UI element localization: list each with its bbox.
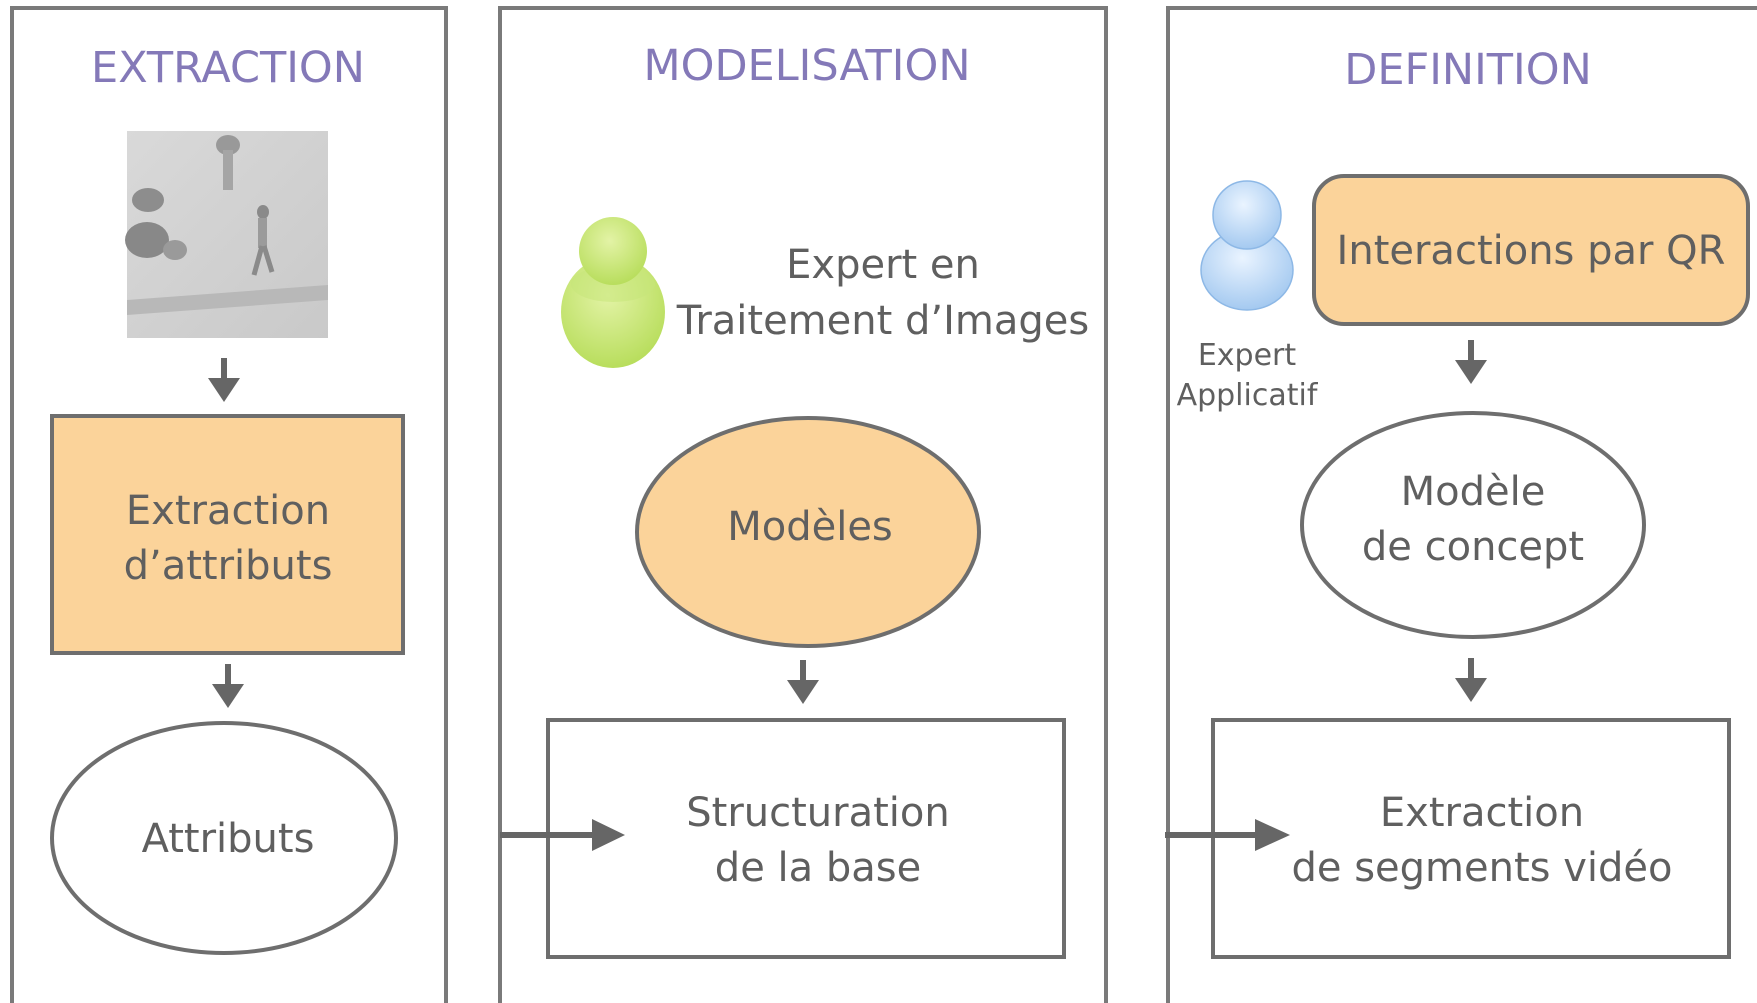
structuration-box (546, 718, 1066, 959)
arrow-concept-to-segments (1455, 658, 1487, 702)
video-frame-thumbnail (125, 131, 328, 338)
expert-image-label-2: Traitement d’Images (676, 298, 1089, 344)
modeles-label: Modèles (727, 504, 893, 550)
structuration-label-1: Structuration (686, 790, 949, 836)
panel-extraction-title: EXTRACTION (91, 43, 365, 93)
expert-image-label-1: Expert en (786, 242, 980, 288)
interactions-qr-box (1312, 174, 1750, 326)
person-icon-blue (1200, 180, 1294, 311)
segments-box (1211, 718, 1731, 959)
expert-app-label-2: Applicatif (1177, 378, 1319, 413)
segments-label-1: Extraction (1380, 790, 1584, 836)
expert-app-label-1: Expert (1198, 338, 1297, 373)
arrow-thumb-to-extraction (208, 358, 240, 402)
panel-extraction: EXTRACTION Extraction d’attributs (10, 6, 448, 1003)
arrow-extraction-to-attributs (212, 664, 244, 708)
panel-definition: DEFINITION Expert Applicatif Interaction… (1166, 6, 1757, 1003)
arrow-modelisation-to-definition (1165, 819, 1290, 851)
panel-modelisation: MODELISATION Expert en Traitement d’Imag… (498, 6, 1108, 1003)
arrow-extraction-to-modelisation (500, 819, 625, 851)
extraction-attributes-box (50, 414, 405, 655)
arrow-modeles-to-structuration (787, 660, 819, 704)
attributs-label: Attributs (142, 816, 315, 862)
segments-label-2: de segments vidéo (1292, 845, 1673, 891)
concept-ellipse (1300, 411, 1646, 639)
extraction-box-label-1: Extraction (126, 488, 330, 534)
structuration-label-2: de la base (715, 845, 921, 891)
interactions-qr-label: Interactions par QR (1337, 228, 1726, 274)
concept-label-2: de concept (1362, 524, 1584, 570)
concept-label-1: Modèle (1401, 469, 1546, 515)
panel-modelisation-title: MODELISATION (644, 41, 971, 91)
panel-definition-title: DEFINITION (1344, 45, 1592, 95)
arrow-qr-to-concept (1455, 340, 1487, 384)
extraction-box-label-2: d’attributs (124, 543, 333, 589)
person-icon-green (561, 217, 665, 368)
modeles-ellipse (635, 416, 981, 648)
attributs-ellipse (50, 721, 398, 955)
